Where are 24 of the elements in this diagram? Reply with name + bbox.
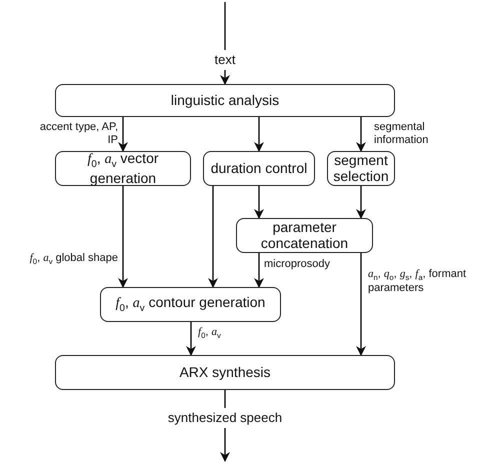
arrow bbox=[356, 253, 366, 356]
arrow bbox=[254, 186, 264, 219]
arrow bbox=[208, 186, 218, 288]
arrow bbox=[118, 117, 128, 152]
arrow bbox=[254, 253, 264, 288]
edge-label: f$_{0}$, a$_{v}$ global shape bbox=[30, 252, 118, 266]
edge-label: text bbox=[212, 50, 238, 70]
process-box: ARX synthesis bbox=[55, 355, 395, 390]
process-box: f$_{0}$, a$_{v}$ contour generation bbox=[100, 287, 281, 322]
arrow bbox=[254, 117, 264, 152]
arrow bbox=[356, 186, 366, 219]
edge-label: segmental information bbox=[374, 121, 430, 148]
arrow bbox=[118, 186, 128, 288]
arrow bbox=[186, 322, 196, 356]
edge-label: a$_{n}$, q$_{o}$, g$_{s}$, f$_{a}$, formant parameters bbox=[368, 268, 468, 296]
process-box: f$_{0}$, a$_{v}$ vector generation bbox=[55, 151, 191, 186]
process-box: parameter concatenation bbox=[236, 218, 373, 253]
edge-label: accent type, AP, IP bbox=[38, 121, 118, 148]
edge-label: microprosody bbox=[264, 258, 330, 272]
process-box: segment selection bbox=[327, 151, 395, 186]
process-box: linguistic analysis bbox=[55, 84, 395, 117]
arrow bbox=[356, 117, 366, 152]
process-box: duration control bbox=[203, 151, 315, 186]
edge-label: f$_{0}$, a$_{v}$ bbox=[198, 326, 221, 340]
